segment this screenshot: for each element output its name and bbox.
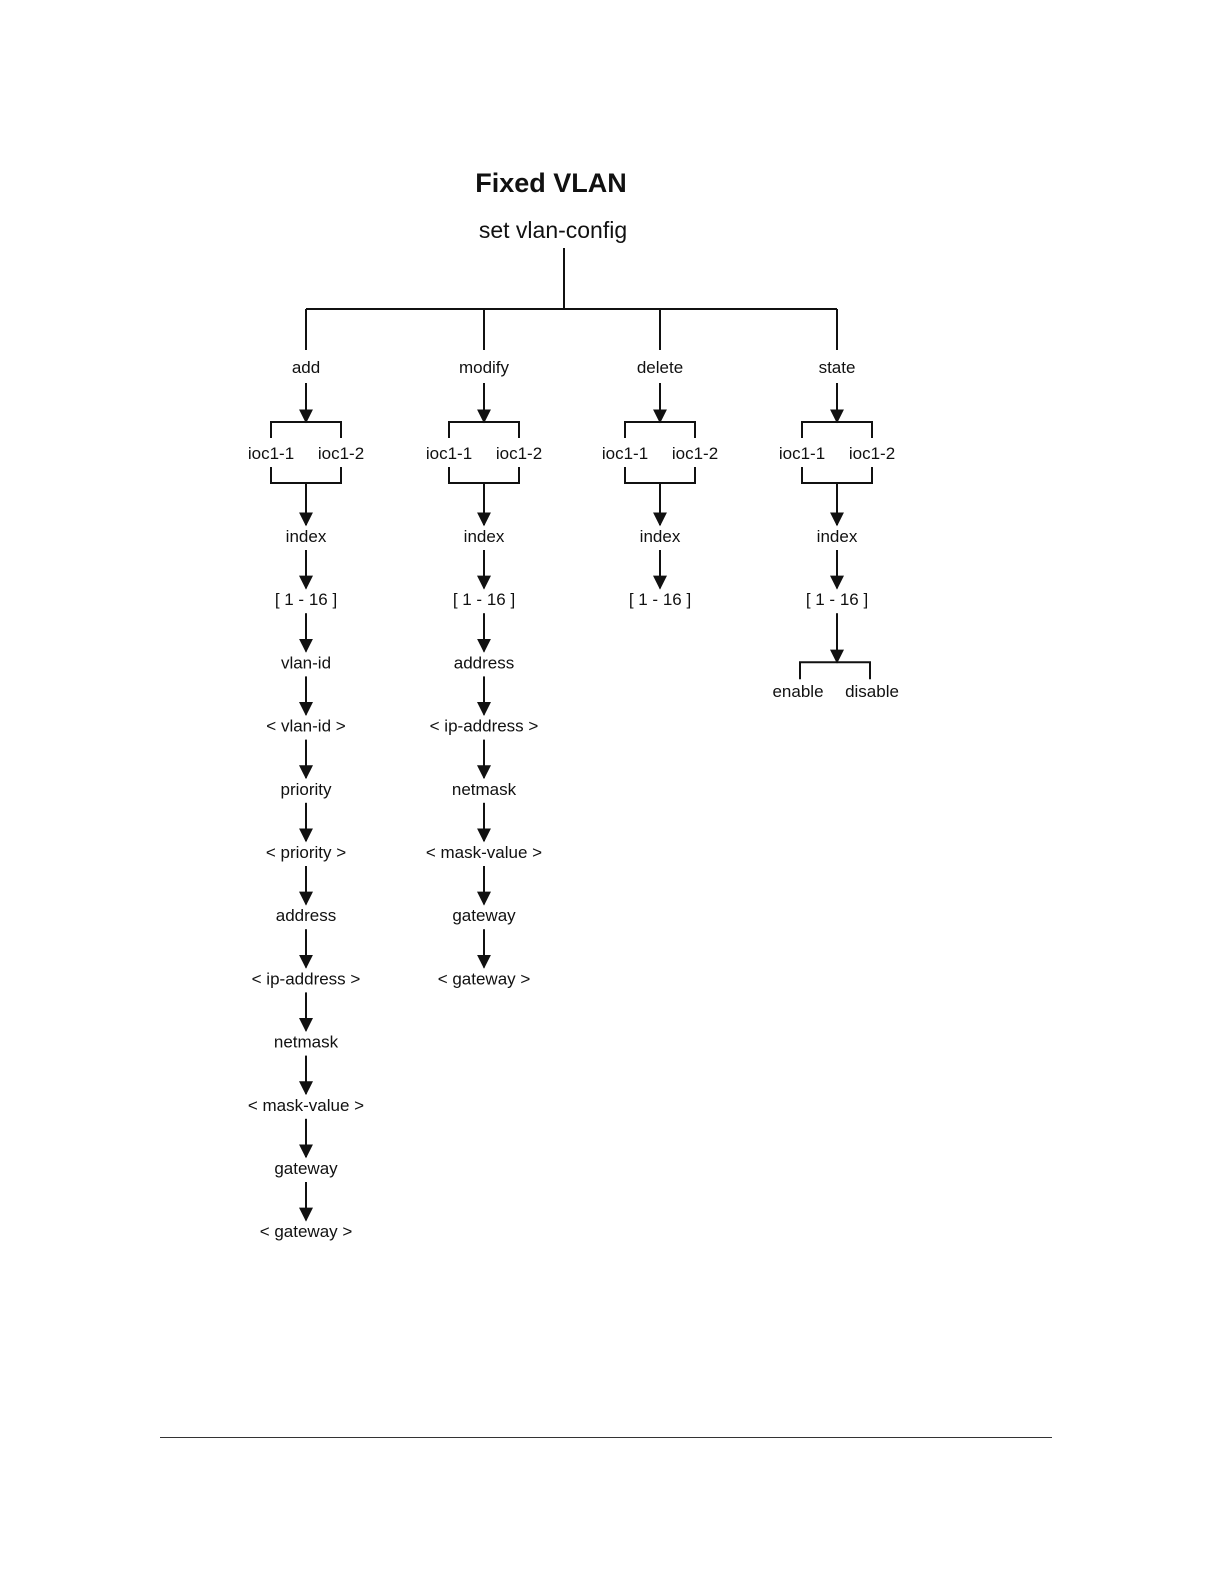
port-label: ioc1-1 — [779, 444, 825, 463]
port-bracket-bottom — [624, 467, 696, 484]
port-bracket-top — [801, 421, 873, 438]
step-label: index — [464, 527, 505, 546]
step-label: [ 1 - 16 ] — [453, 590, 515, 609]
step-label: gateway — [452, 906, 516, 925]
port-label: ioc1-1 — [248, 444, 294, 463]
port-bracket-top — [270, 421, 342, 438]
port-bracket-top — [448, 421, 520, 438]
port-bracket-top — [624, 421, 696, 438]
command-label: set vlan-config — [479, 217, 627, 243]
step-label: index — [817, 527, 858, 546]
step-label: priority — [280, 780, 332, 799]
step-label: [ 1 - 16 ] — [275, 590, 337, 609]
port-label: ioc1-2 — [849, 444, 895, 463]
branch-label-modify: modify — [459, 358, 510, 377]
port-bracket-bottom — [270, 467, 342, 484]
port-bracket-bottom — [801, 467, 873, 484]
step-label: < mask-value > — [248, 1096, 364, 1115]
connector-lines — [270, 248, 873, 1222]
step-label: gateway — [274, 1159, 338, 1178]
option-label-enable: enable — [772, 682, 823, 701]
diagram-title: Fixed VLAN — [475, 168, 627, 198]
step-label: netmask — [452, 780, 517, 799]
step-label: [ 1 - 16 ] — [629, 590, 691, 609]
port-label: ioc1-2 — [496, 444, 542, 463]
step-label: < vlan-id > — [266, 717, 345, 736]
diagram-nodes: add ioc1-1 ioc1-2 index [ 1 - 16 ] vlan-id < v… — [248, 358, 899, 1241]
branch-label-state: state — [819, 358, 856, 377]
option-bracket — [799, 661, 871, 680]
step-label: netmask — [274, 1033, 339, 1052]
port-label: ioc1-1 — [602, 444, 648, 463]
step-label: < gateway > — [260, 1222, 353, 1241]
step-label: [ 1 - 16 ] — [806, 590, 868, 609]
step-label: index — [640, 527, 681, 546]
port-bracket-bottom — [448, 467, 520, 484]
port-label: ioc1-2 — [672, 444, 718, 463]
step-label: address — [454, 653, 514, 672]
step-label: address — [276, 906, 336, 925]
option-label-disable: disable — [845, 682, 899, 701]
step-label: < gateway > — [438, 969, 531, 988]
step-label: index — [286, 527, 327, 546]
port-label: ioc1-1 — [426, 444, 472, 463]
footer-rule — [160, 1437, 1052, 1438]
branch-label-delete: delete — [637, 358, 683, 377]
step-label: < ip-address > — [430, 717, 539, 736]
step-label: < priority > — [266, 843, 346, 862]
step-label: vlan-id — [281, 653, 331, 672]
branch-label-add: add — [292, 358, 320, 377]
step-label: < ip-address > — [252, 969, 361, 988]
port-label: ioc1-2 — [318, 444, 364, 463]
step-label: < mask-value > — [426, 843, 542, 862]
